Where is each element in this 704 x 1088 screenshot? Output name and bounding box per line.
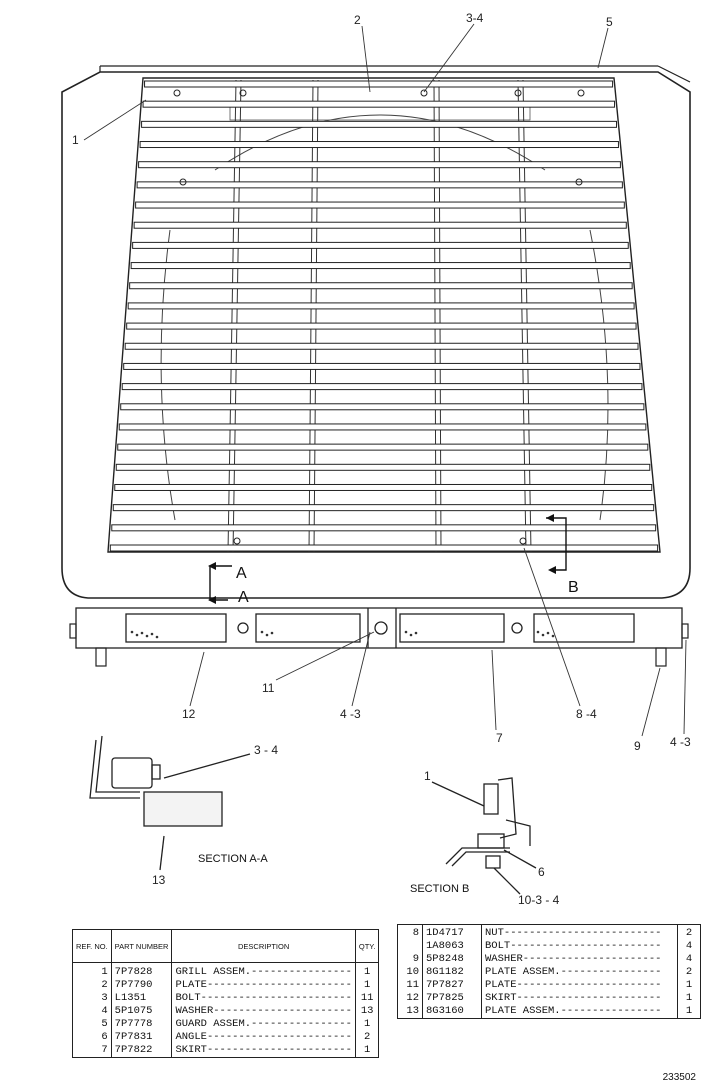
lower-skirt bbox=[75, 607, 683, 649]
grill-slat bbox=[135, 201, 625, 209]
section-mark-a-2: A bbox=[238, 589, 249, 606]
grill-slat bbox=[129, 282, 633, 290]
grill-slat bbox=[114, 483, 653, 491]
grill-slat bbox=[132, 241, 629, 249]
callout-2: 2 bbox=[354, 13, 361, 27]
grill-slat bbox=[136, 181, 623, 189]
callout-10-3-4: 10-3 - 4 bbox=[518, 893, 560, 907]
section-b-detail bbox=[431, 777, 537, 895]
grill-slat bbox=[118, 423, 647, 431]
callout-13: 13 bbox=[152, 873, 166, 887]
section-a-a-detail bbox=[89, 735, 251, 871]
callout-6: 6 bbox=[538, 865, 545, 879]
callout-3-4: 3-4 bbox=[466, 11, 484, 25]
drawing-number: 233502 bbox=[662, 1072, 696, 1083]
grill-slat bbox=[124, 342, 639, 350]
grill-slat bbox=[133, 221, 627, 229]
grill-slat bbox=[138, 161, 621, 169]
grill-slat bbox=[115, 463, 651, 471]
grill-slat bbox=[112, 504, 655, 512]
grill-slat bbox=[142, 100, 616, 108]
callout-12: 12 bbox=[182, 707, 196, 721]
grill-slat bbox=[121, 383, 643, 391]
grill-slat bbox=[130, 262, 631, 270]
header-part-number: PART NUMBER bbox=[111, 929, 173, 963]
callout-4-3-right: 4 -3 bbox=[670, 735, 691, 749]
callout-4-3: 4 -3 bbox=[340, 707, 361, 721]
grill-slat bbox=[139, 141, 619, 149]
grill-slat bbox=[123, 362, 641, 370]
grill-slat bbox=[144, 80, 614, 88]
grill-slat bbox=[109, 544, 659, 552]
section-a-a-title: SECTION A-A bbox=[198, 853, 268, 865]
section-b-title: SECTION B bbox=[410, 883, 469, 895]
grill-slats bbox=[109, 80, 659, 552]
grill-slat bbox=[127, 302, 635, 310]
grill-slat bbox=[120, 403, 645, 411]
callout-11: 11 bbox=[262, 681, 275, 695]
header-ref-no: REF. NO. bbox=[72, 929, 112, 963]
header-qty: QTY. bbox=[355, 929, 379, 963]
grill-frame bbox=[107, 77, 661, 553]
section-arrows bbox=[209, 517, 567, 601]
callout-7: 7 bbox=[496, 731, 503, 745]
grill-slat bbox=[111, 524, 657, 532]
grill-vertical-bars bbox=[227, 79, 532, 553]
callout-1-detail: 1 bbox=[424, 769, 431, 783]
section-mark-a-1: A bbox=[236, 565, 247, 582]
section-mark-b: B bbox=[568, 579, 579, 596]
callout-8-4: 8 -4 bbox=[576, 707, 597, 721]
grill-slat bbox=[126, 322, 637, 330]
header-description: DESCRIPTION bbox=[171, 929, 356, 963]
callout-9: 9 bbox=[634, 739, 641, 753]
grill-slat bbox=[141, 120, 617, 128]
callout-1: 1 bbox=[72, 133, 79, 147]
callout-3-4-detail: 3 - 4 bbox=[254, 743, 278, 757]
callout-5: 5 bbox=[606, 15, 613, 29]
guard-frame bbox=[61, 71, 691, 599]
grill-slat bbox=[117, 443, 649, 451]
